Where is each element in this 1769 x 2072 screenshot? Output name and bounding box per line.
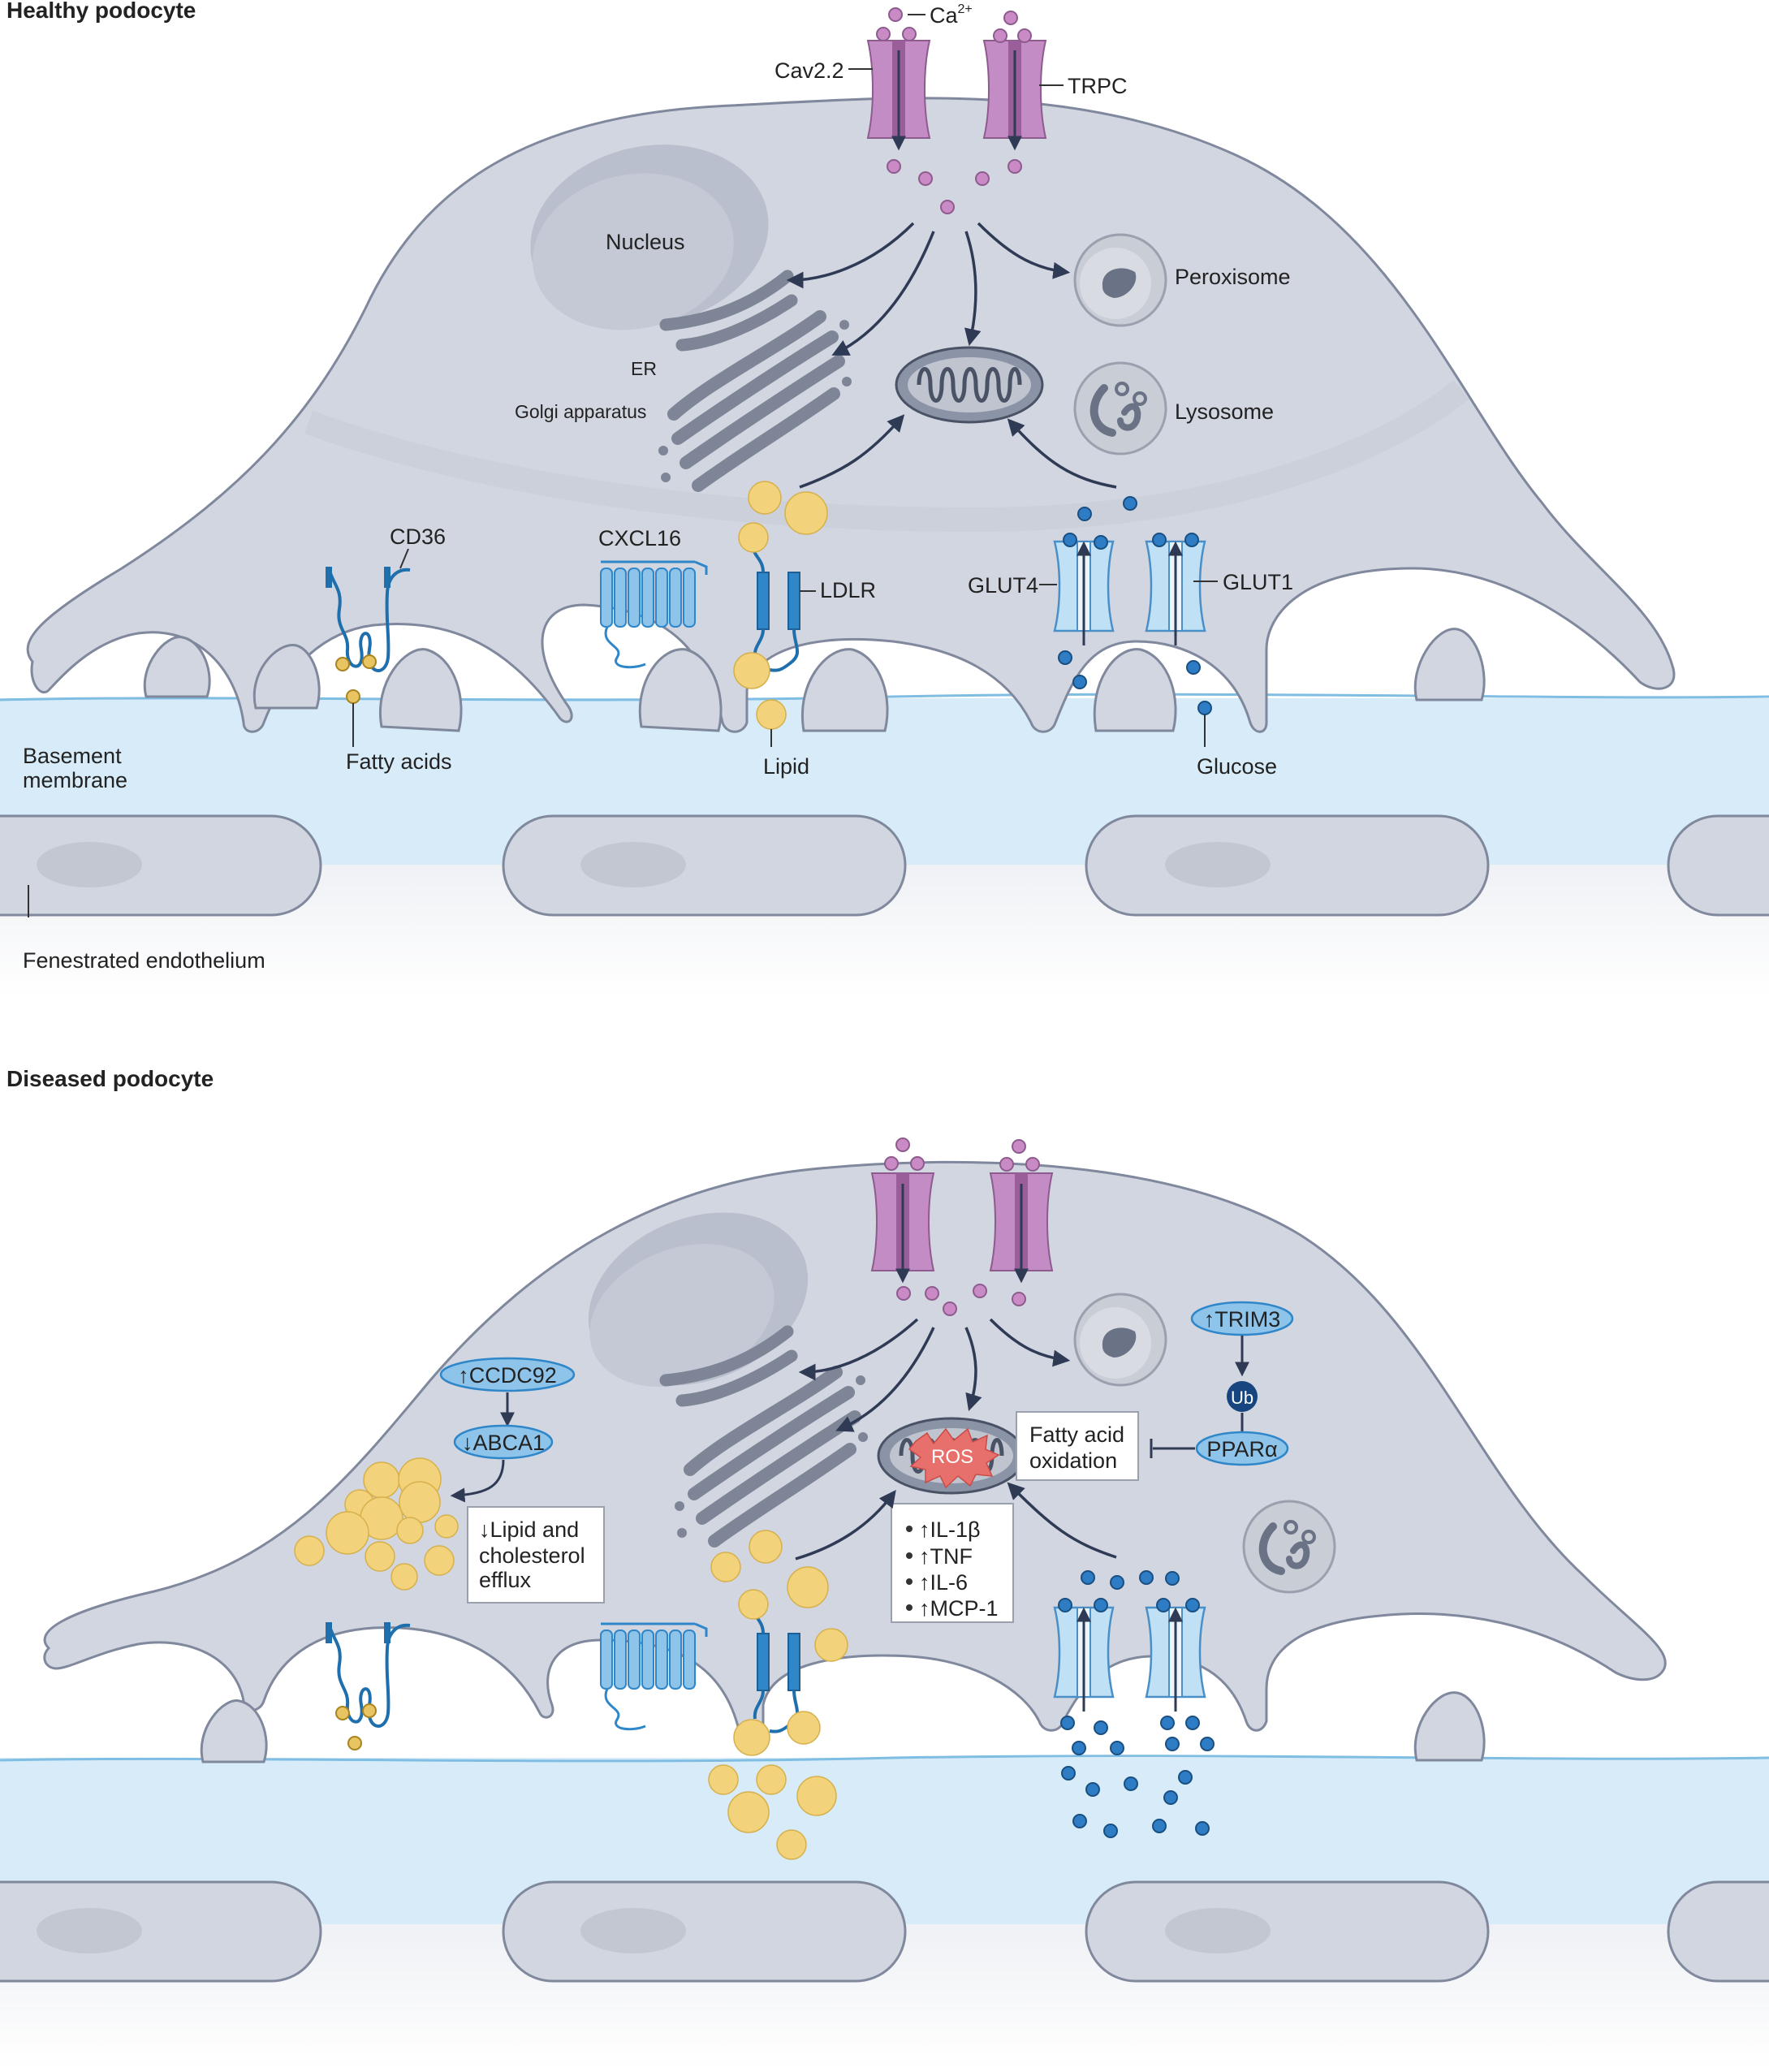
cxcl16-receptor-2 (599, 1622, 708, 1731)
calcium-arrows-2 (798, 1318, 1071, 1432)
healthy-panel: Healthy podocyte (0, 0, 1769, 999)
ub-label: Ub (1231, 1388, 1253, 1408)
abca1-node: ↓ABCA1 (453, 1424, 554, 1460)
ccdc92-label: ↑CCDC92 (458, 1363, 557, 1388)
peroxisome-2 (1073, 1293, 1167, 1387)
nucleus: Nucleus (530, 145, 769, 330)
trim3-label: ↑TRIM3 (1204, 1307, 1281, 1332)
abca1-label: ↓ABCA1 (462, 1431, 545, 1455)
golgi-label: Golgi apparatus (515, 401, 646, 422)
efflux-line-3: efflux (479, 1568, 532, 1592)
peroxisome-label: Peroxisome (1175, 265, 1291, 289)
glut4-label: GLUT4 (968, 573, 1038, 598)
lipid-droplets-2 (708, 1530, 848, 1860)
cytokine-mcp1: ↑MCP-1 (919, 1596, 999, 1621)
fao-line-1: Fatty acid (1029, 1422, 1124, 1447)
glucose-dots-2 (1058, 1570, 1215, 1838)
foot-processes (143, 628, 1486, 732)
foot-processes-2 (200, 1691, 1486, 1763)
peroxisome (1073, 233, 1167, 327)
mitochondrion (896, 347, 1042, 422)
calcium-arrows (786, 222, 1071, 356)
calcium-ions-2 (884, 1137, 1040, 1316)
lipid-label: Lipid (763, 754, 809, 779)
endothelial-cells (0, 814, 1769, 917)
cytokine-box: ↑IL-1β ↑TNF ↑IL-6 ↑MCP-1 (891, 1503, 1014, 1623)
glucose-dots (1058, 496, 1212, 715)
trim3-node: ↑TRIM3 (1190, 1301, 1294, 1336)
glut1-label: GLUT1 (1223, 570, 1293, 594)
cxcl16-label: CXCL16 (598, 526, 681, 550)
healthy-title: Healthy podocyte (6, 0, 196, 23)
mitochondrion-ros: ROS (878, 1418, 1025, 1493)
ldlr-label: LDLR (820, 578, 876, 602)
ccdc92-node: ↑CCDC92 (439, 1357, 576, 1392)
lipid-accumulation (294, 1457, 459, 1591)
lipid-droplets (733, 481, 828, 730)
fatty-acid-oxidation-box: Fatty acid oxidation (1016, 1411, 1139, 1481)
ros-label: ROS (931, 1446, 973, 1468)
nucleus-label: Nucleus (606, 230, 685, 254)
cd36-label: CD36 (390, 524, 446, 549)
lysosome-label: Lysosome (1175, 399, 1274, 424)
healthy-cell-body (26, 97, 1676, 733)
efflux-box: ↓Lipid and cholesterol efflux (467, 1506, 605, 1604)
fao-line-2: oxidation (1029, 1448, 1117, 1473)
basement-label-1: Basement (23, 744, 122, 768)
diseased-title: Diseased podocyte (6, 1066, 214, 1091)
fatty-acid-dots (335, 654, 377, 704)
ppara-node: PPARα (1195, 1431, 1289, 1466)
calcium-ions (876, 7, 1032, 214)
glucose-label: Glucose (1197, 754, 1277, 779)
efflux-line-2: cholesterol (479, 1543, 585, 1568)
basement-label-2: membrane (23, 768, 127, 792)
efflux-line-1: ↓Lipid and (479, 1517, 579, 1542)
cytokine-il6: ↑IL-6 (919, 1570, 968, 1595)
fatty-acid-dots-2 (335, 1703, 377, 1750)
ca-label: Ca2+ (930, 2, 973, 28)
lysosome (1075, 363, 1166, 454)
diseased-panel: Diseased podocyte ROS (0, 1066, 1769, 2068)
ppara-label: PPARα (1206, 1437, 1277, 1461)
ubiquitin-node: Ub (1227, 1381, 1258, 1412)
endothelium-label: Fenestrated endothelium (23, 948, 265, 973)
cytokine-il1b: ↑IL-1β (919, 1517, 981, 1542)
lysosome-2 (1244, 1501, 1335, 1592)
endothelial-cells-2 (0, 1880, 1769, 1983)
cav-label: Cav2.2 (774, 58, 844, 83)
cytokine-tnf: ↑TNF (919, 1544, 973, 1569)
trpc-label: TRPC (1068, 74, 1128, 98)
er-label: ER (631, 358, 657, 379)
fatty-acids-label: Fatty acids (346, 749, 452, 774)
